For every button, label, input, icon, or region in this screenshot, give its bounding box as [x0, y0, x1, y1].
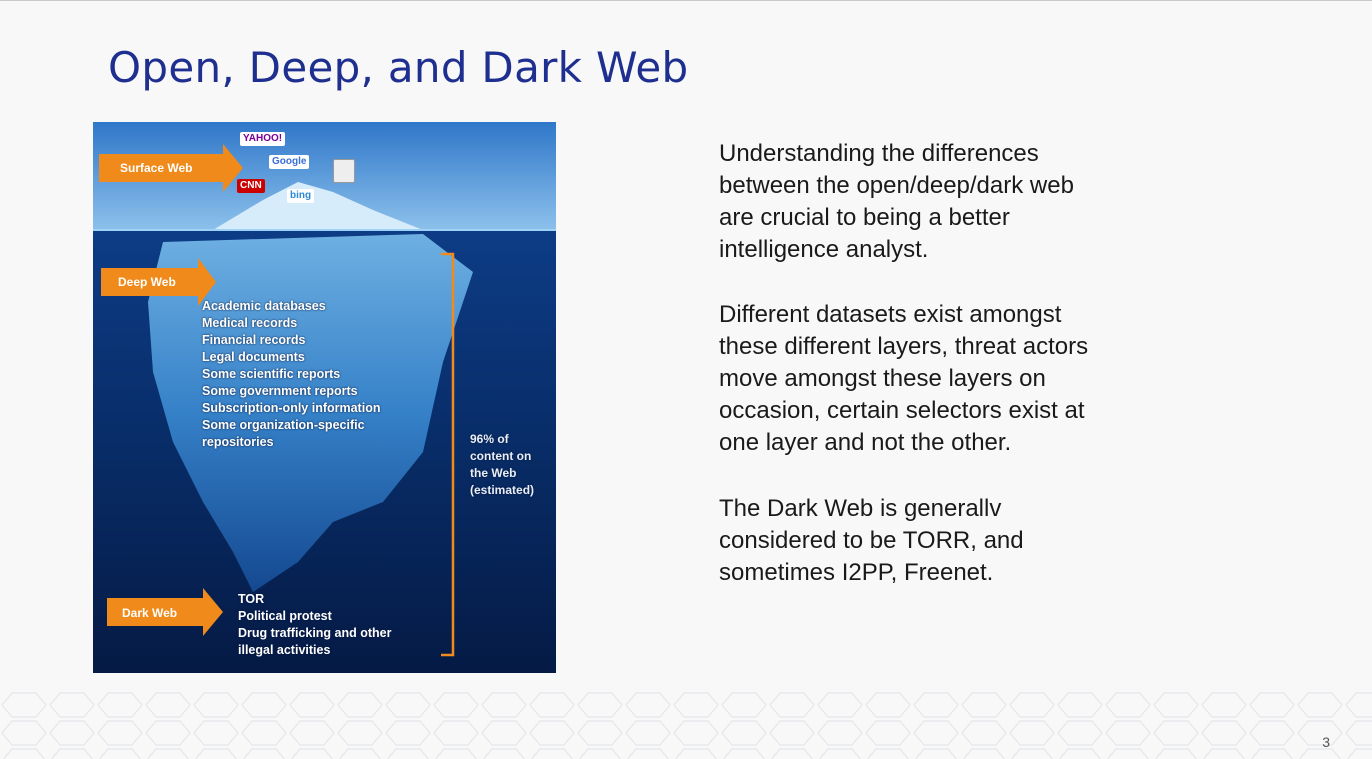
list-item: TOR [238, 592, 265, 606]
cnn-logo: CNN [237, 179, 265, 193]
list-item: Financial records [202, 333, 306, 347]
pct-line: content on [470, 449, 532, 463]
paragraph-differences: Understanding the differences between th… [719, 138, 1239, 266]
deep-web-label: Deep Web [118, 275, 176, 289]
list-item: Some organization-specific [202, 418, 365, 432]
list-item: Academic databases [202, 299, 326, 313]
text-line: Different datasets exist amongst [719, 301, 1062, 328]
content-percentage-note: 96% of content on the Web (estimated) [470, 431, 534, 499]
list-item: Medical records [202, 316, 298, 330]
list-item: Drug trafficking and other [238, 626, 392, 640]
yahoo-logo: YAHOO! [240, 132, 286, 146]
text-line: one layer and not the other. [719, 429, 1012, 456]
document-icon [333, 159, 355, 183]
iceberg-infographic: Surface Web Deep Web Dark Web YAHOO! Goo… [93, 122, 556, 673]
list-item: Political protest [238, 609, 332, 623]
pct-line: 96% of [470, 432, 509, 446]
pct-line: the Web [470, 466, 517, 480]
list-item: repositories [202, 435, 274, 449]
pct-line: (estimated) [470, 483, 535, 497]
google-logo: Google [269, 155, 310, 169]
slide-title: Open, Deep, and Dark Web [108, 43, 689, 92]
dark-web-label: Dark Web [122, 606, 178, 620]
text-line: sometimes I2PP, Freenet. [719, 559, 994, 586]
list-item: Some government reports [202, 384, 358, 398]
surface-web-label: Surface Web [120, 161, 193, 175]
text-line: between the open/deep/dark web [719, 172, 1074, 199]
list-item: illegal activities [238, 643, 331, 657]
text-line: considered to be TORR, and [719, 527, 1024, 554]
bing-logo: bing [287, 189, 315, 203]
text-line: Understanding the differences [719, 140, 1039, 167]
text-line: The Dark Web is generallv [719, 495, 1002, 522]
page-number: 3 [1322, 734, 1330, 750]
list-item: Subscription-only information [202, 401, 381, 415]
text-line: occasion, certain selectors exist at [719, 397, 1085, 424]
list-item: Some scientific reports [202, 367, 341, 381]
iceberg-illustration [93, 122, 556, 673]
text-line: are crucial to being a better [719, 204, 1010, 231]
list-item: Legal documents [202, 350, 305, 364]
paragraph-dark-web: The Dark Web is generallv considered to … [719, 493, 1239, 589]
hexagon-pattern-decoration [0, 691, 1372, 759]
text-line: intelligence analyst. [719, 236, 929, 263]
paragraph-datasets: Different datasets exist amongst these d… [719, 299, 1239, 459]
deep-web-list: Academic databases Medical records Finan… [202, 298, 380, 451]
dark-web-list: TOR Political protest Drug trafficking a… [238, 591, 391, 659]
text-line: move amongst these layers on [719, 365, 1046, 392]
text-line: these different layers, threat actors [719, 333, 1089, 360]
